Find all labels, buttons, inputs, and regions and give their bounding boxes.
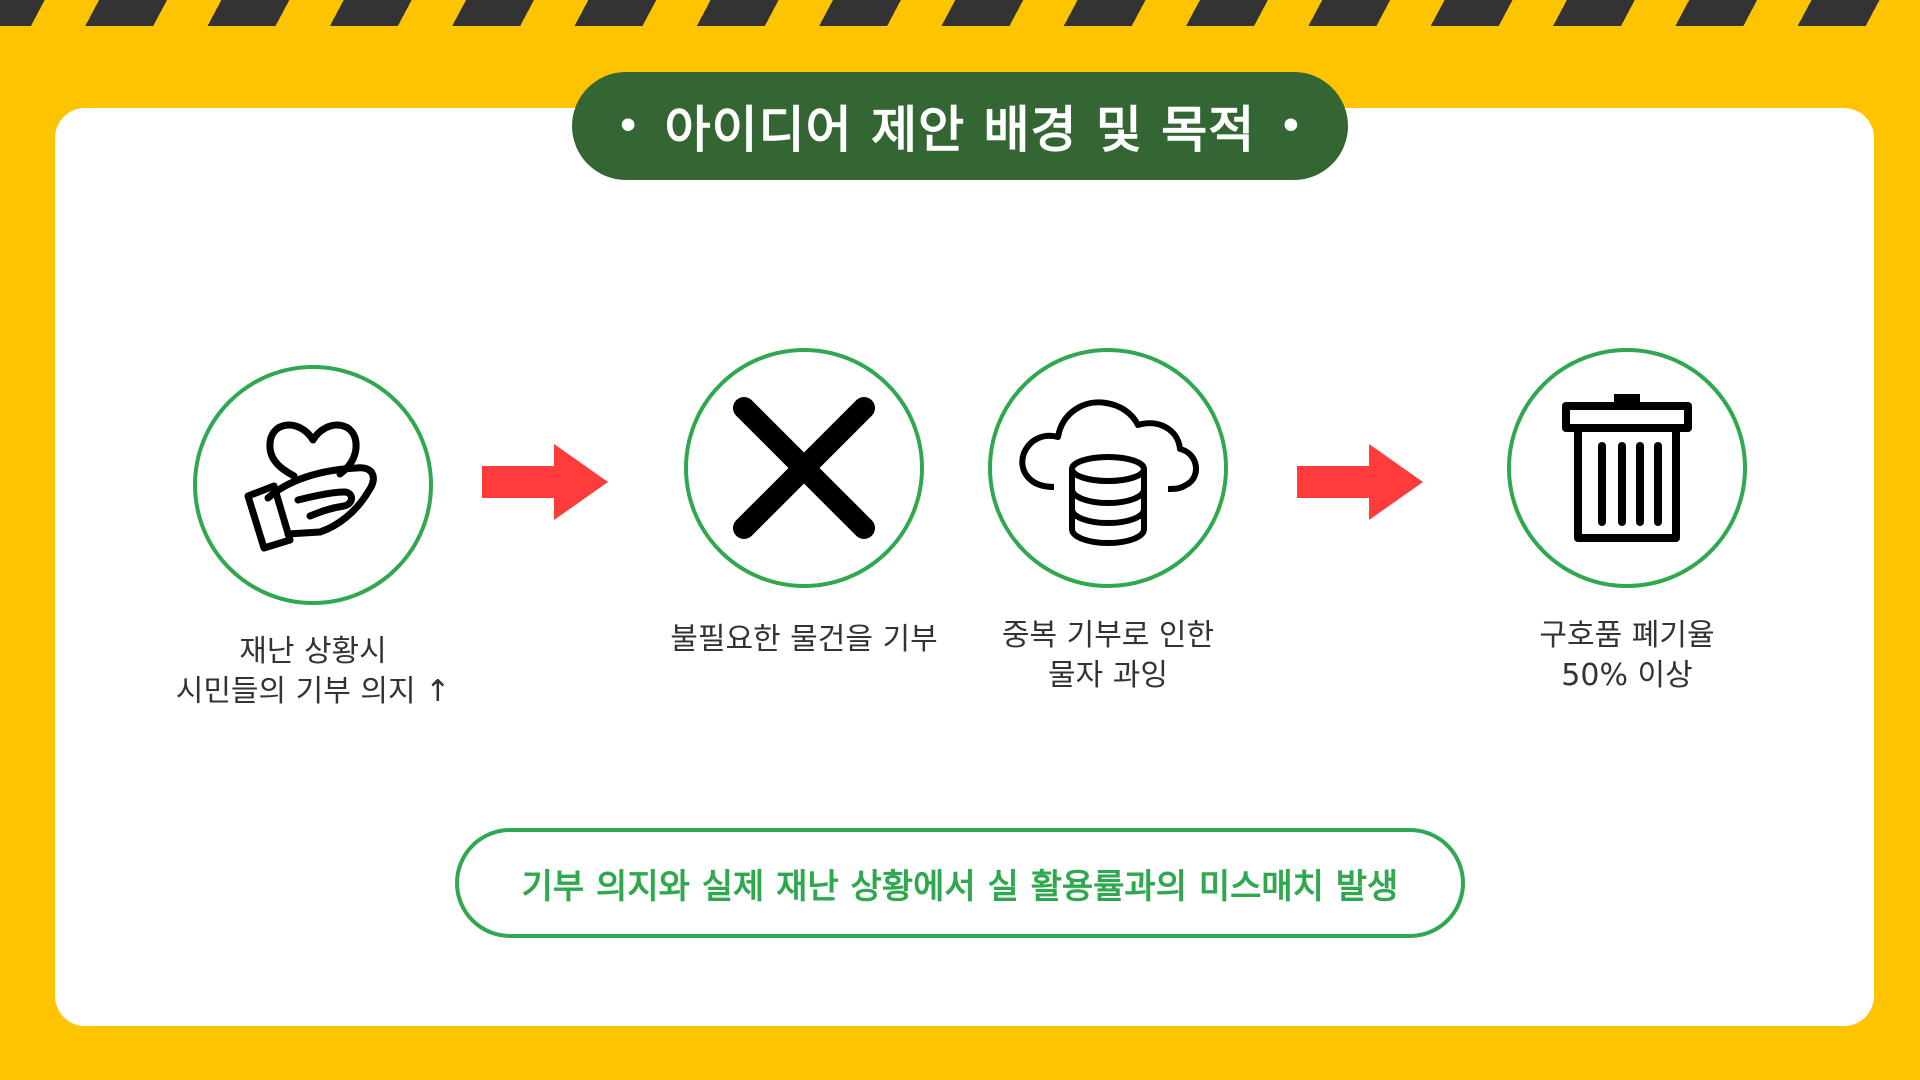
- step-label-disposal-rate: 구호품 폐기율 50% 이상: [1457, 616, 1797, 696]
- step-label-line: 중복 기부로 인한: [1001, 618, 1215, 653]
- cloud-database-icon: [1019, 399, 1199, 546]
- step-label-unneeded-items: 불필요한 물건을 기부: [634, 620, 974, 660]
- x-mark-icon: [733, 397, 875, 539]
- title-bullet-right: •: [1279, 105, 1304, 147]
- conclusion-text: 기부 의지와 실제 재난 상황에서 실 활용률과의 미스매치 발생: [521, 866, 1399, 907]
- heart-in-hand-icon: [244, 421, 377, 552]
- step-circle-oversupply: [988, 348, 1228, 588]
- conclusion-banner: 기부 의지와 실제 재난 상황에서 실 활용률과의 미스매치 발생: [455, 828, 1465, 938]
- step-label-line: 시민들의 기부 의지 ↑: [175, 674, 451, 709]
- step-circle-disposal-rate: [1507, 348, 1747, 588]
- arrow-right-icon: [1297, 444, 1423, 520]
- step-label-line: 50% 이상: [1561, 658, 1693, 693]
- step-label-line: 불필요한 물건을 기부: [670, 622, 938, 657]
- page-title: • 아이디어 제안 배경 및 목적 •: [572, 72, 1348, 180]
- step-label-donation-will: 재난 상황시 시민들의 기부 의지 ↑: [133, 632, 493, 712]
- step-label-line: 구호품 폐기율: [1539, 618, 1715, 653]
- hazard-stripe-border: [0, 0, 1920, 26]
- step-label-oversupply: 중복 기부로 인한 물자 과잉: [938, 616, 1278, 696]
- title-bullet-left: •: [616, 105, 641, 147]
- step-circle-donation-will: [193, 365, 433, 605]
- trash-can-icon: [1562, 394, 1692, 542]
- step-label-line: 물자 과잉: [1048, 658, 1168, 693]
- page-title-text: 아이디어 제안 배경 및 목적: [664, 101, 1256, 159]
- step-label-line: 재난 상황시: [239, 634, 387, 669]
- arrow-right-icon: [482, 444, 608, 520]
- step-circle-unneeded-items: [684, 348, 924, 588]
